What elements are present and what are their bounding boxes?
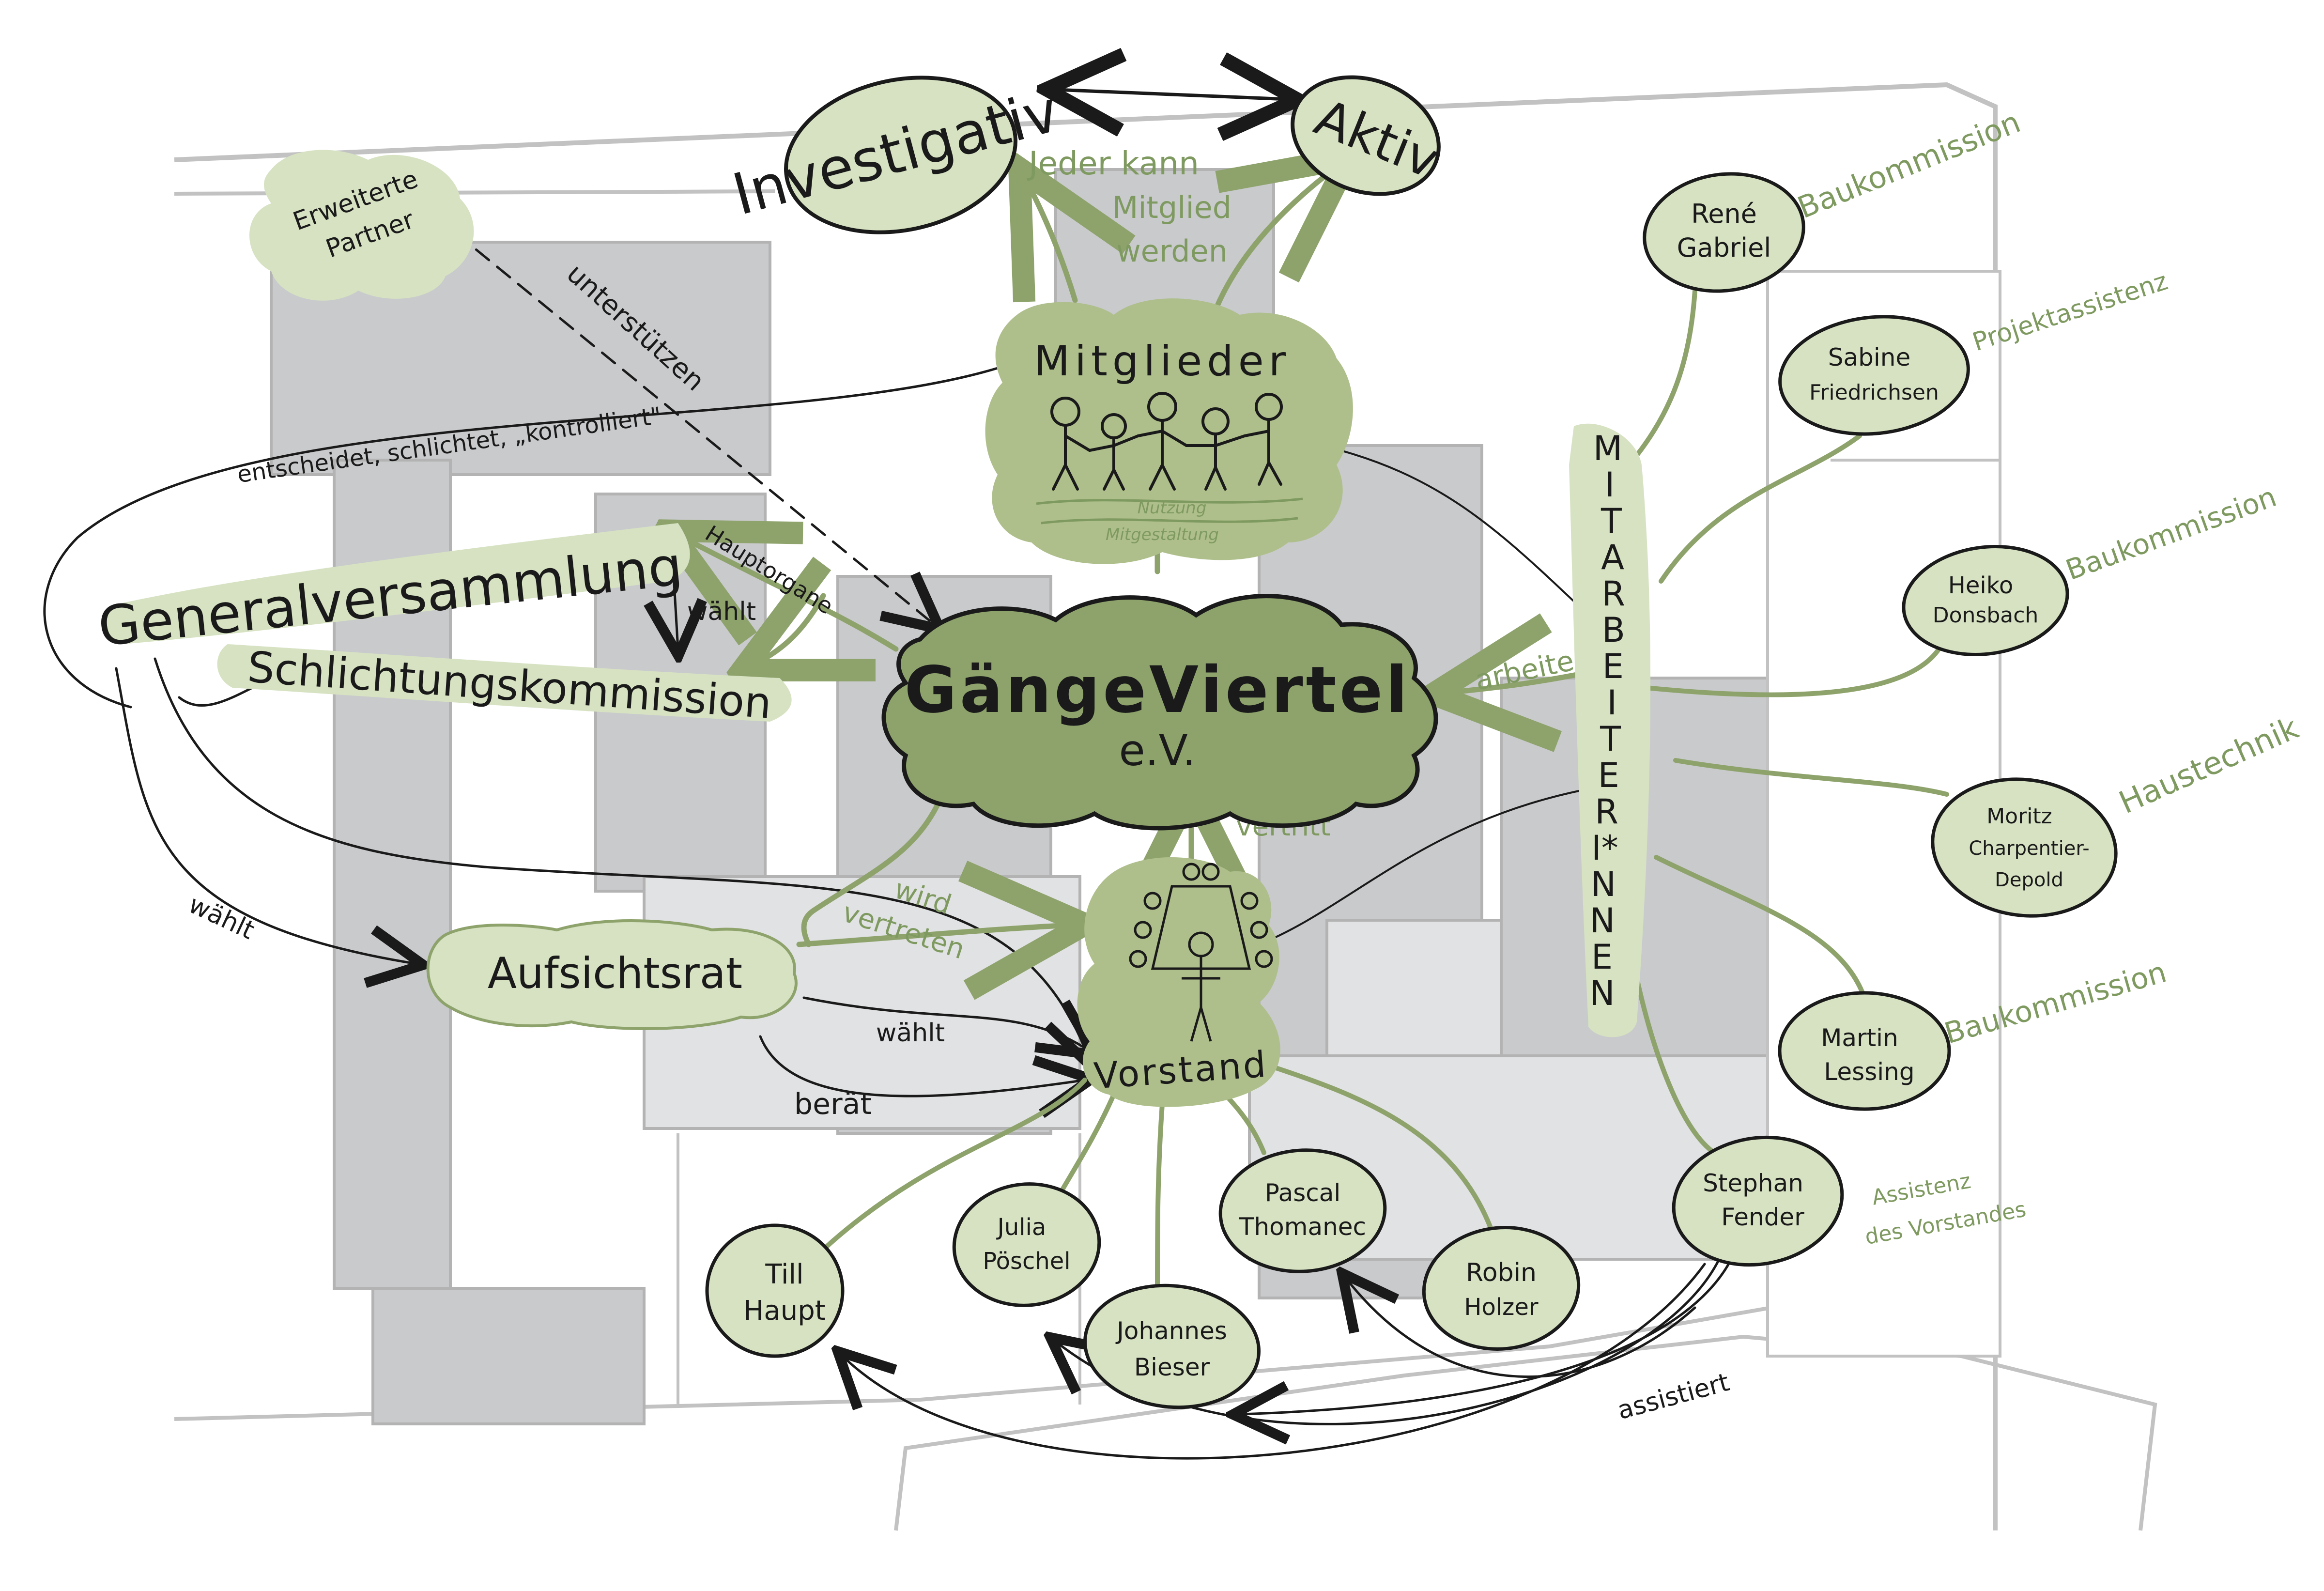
mitarbeiter-letter: B bbox=[1602, 610, 1625, 650]
board-johannes: Johannes Bieser bbox=[1083, 1283, 1261, 1409]
board-robin: Robin Holzer bbox=[1422, 1226, 1581, 1351]
staff-heiko-line-1: Heiko bbox=[1948, 572, 2013, 599]
staff-moritz-line-3: Depold bbox=[1995, 869, 2063, 891]
gaengeviertel-node: GängeViertel e.V. bbox=[881, 594, 1438, 831]
board-julia: Julia Pöschel bbox=[952, 1182, 1101, 1307]
mitglieder-label: Mitglieder bbox=[1034, 337, 1291, 386]
staff-moritz-line-1: Moritz bbox=[1986, 804, 2052, 829]
nutzung-label: Nutzung bbox=[1138, 498, 1207, 518]
edge-label-waehlt-ar: wählt bbox=[876, 1019, 945, 1048]
staff-martin-line-1: Martin bbox=[1821, 1024, 1898, 1052]
aktiv-node: Aktiv bbox=[1291, 75, 1447, 196]
aufsichtsrat-node: Aufsichtsrat bbox=[426, 919, 798, 1030]
staff-rene-role: Baukommission bbox=[1793, 104, 2025, 226]
gaengeviertel-title: GängeViertel bbox=[905, 653, 1411, 727]
board-till: Till Haupt bbox=[705, 1223, 845, 1358]
board-pascal-line-2: Thomanec bbox=[1239, 1213, 1366, 1241]
board-till-line-1: Till bbox=[765, 1259, 803, 1290]
board-pascal-line-1: Pascal bbox=[1265, 1179, 1341, 1207]
board-robin-line-1: Robin bbox=[1466, 1258, 1537, 1287]
board-johannes-line-2: Bieser bbox=[1134, 1353, 1210, 1381]
staff-stephan-line-1: Stephan bbox=[1703, 1169, 1803, 1197]
mitarbeiter-letter: R bbox=[1595, 792, 1618, 832]
mitarbeiter-letter: N bbox=[1591, 865, 1616, 904]
mitarbeiter-letter: I bbox=[1607, 683, 1617, 723]
board-pascal: Pascal Thomanec bbox=[1218, 1148, 1387, 1273]
vorstand-node: Vorstand bbox=[1077, 857, 1280, 1107]
mitgestaltung-label: Mitgestaltung bbox=[1106, 525, 1219, 544]
mitarbeiter-letter: T bbox=[1600, 719, 1621, 759]
mitarbeiter-letter: N bbox=[1590, 901, 1615, 941]
aufsichtsrat-label: Aufsichtsrat bbox=[488, 948, 742, 998]
staff-stephan-line-2: Fender bbox=[1721, 1203, 1804, 1231]
mitarbeiter-letter: T bbox=[1601, 501, 1622, 541]
staff-sabine-line-2: Friedrichsen bbox=[1809, 380, 1939, 405]
board-johannes-line-1: Johannes bbox=[1115, 1317, 1227, 1345]
staff-heiko-role: Baukommission bbox=[2062, 480, 2281, 587]
staff-sabine-line-1: Sabine bbox=[1828, 343, 1910, 371]
mitarbeiter-letter: R bbox=[1601, 574, 1625, 614]
staff-rene-line-1: René bbox=[1691, 199, 1757, 229]
people-figures-icon bbox=[1050, 392, 1283, 491]
gaengeviertel-subtitle: e.V. bbox=[1119, 726, 1196, 775]
edge-label-waehlt-left: wählt bbox=[184, 890, 259, 945]
mitarbeiter-letter: A bbox=[1601, 538, 1624, 577]
board-till-line-2: Haupt bbox=[743, 1295, 825, 1327]
mitglieder-node: Mitglieder Nutzung Mitgestaltung bbox=[985, 298, 1353, 564]
jeder-kann-line-1: Jeder kann bbox=[1027, 145, 1199, 182]
staff-martin-line-2: Lessing bbox=[1824, 1058, 1914, 1086]
mitarbeiter-letter: E bbox=[1598, 756, 1619, 795]
jeder-kann-line-3: werden bbox=[1116, 233, 1228, 269]
mitarbeiter-letter: I* bbox=[1591, 828, 1618, 868]
board-robin-line-2: Holzer bbox=[1464, 1294, 1539, 1321]
staff-moritz-line-2: Charpentier- bbox=[1969, 837, 2089, 860]
staff-rene-line-2: Gabriel bbox=[1677, 232, 1771, 263]
mitarbeiter-letter: I bbox=[1605, 465, 1615, 505]
mitarbeiter-letter: M bbox=[1593, 429, 1622, 468]
board-julia-line-2: Pöschel bbox=[983, 1248, 1070, 1275]
edge-label-waehlt-gv: wählt bbox=[687, 597, 756, 626]
board-julia-line-1: Julia bbox=[996, 1214, 1047, 1241]
mitarbeiter-letter: N bbox=[1589, 973, 1615, 1013]
jeder-kann-note: Jeder kann Mitglied werden bbox=[1027, 145, 1231, 269]
staff-heiko-line-2: Donsbach bbox=[1933, 603, 2039, 628]
mitarbeiter-letter: E bbox=[1591, 937, 1613, 977]
erweiterte-partner-node: Erweiterte Partner bbox=[249, 150, 474, 301]
jeder-kann-line-2: Mitglied bbox=[1112, 190, 1231, 225]
mitarbeiter-letter: E bbox=[1602, 647, 1624, 686]
investigativ-node: Investigativ bbox=[726, 76, 1065, 234]
staff-moritz-role: Haustechnik bbox=[2114, 710, 2304, 821]
edge-label-beraet: berät bbox=[794, 1087, 872, 1121]
edge-label-assistiert: assistiert bbox=[1615, 1368, 1733, 1425]
board-table-icon bbox=[1129, 863, 1273, 1042]
